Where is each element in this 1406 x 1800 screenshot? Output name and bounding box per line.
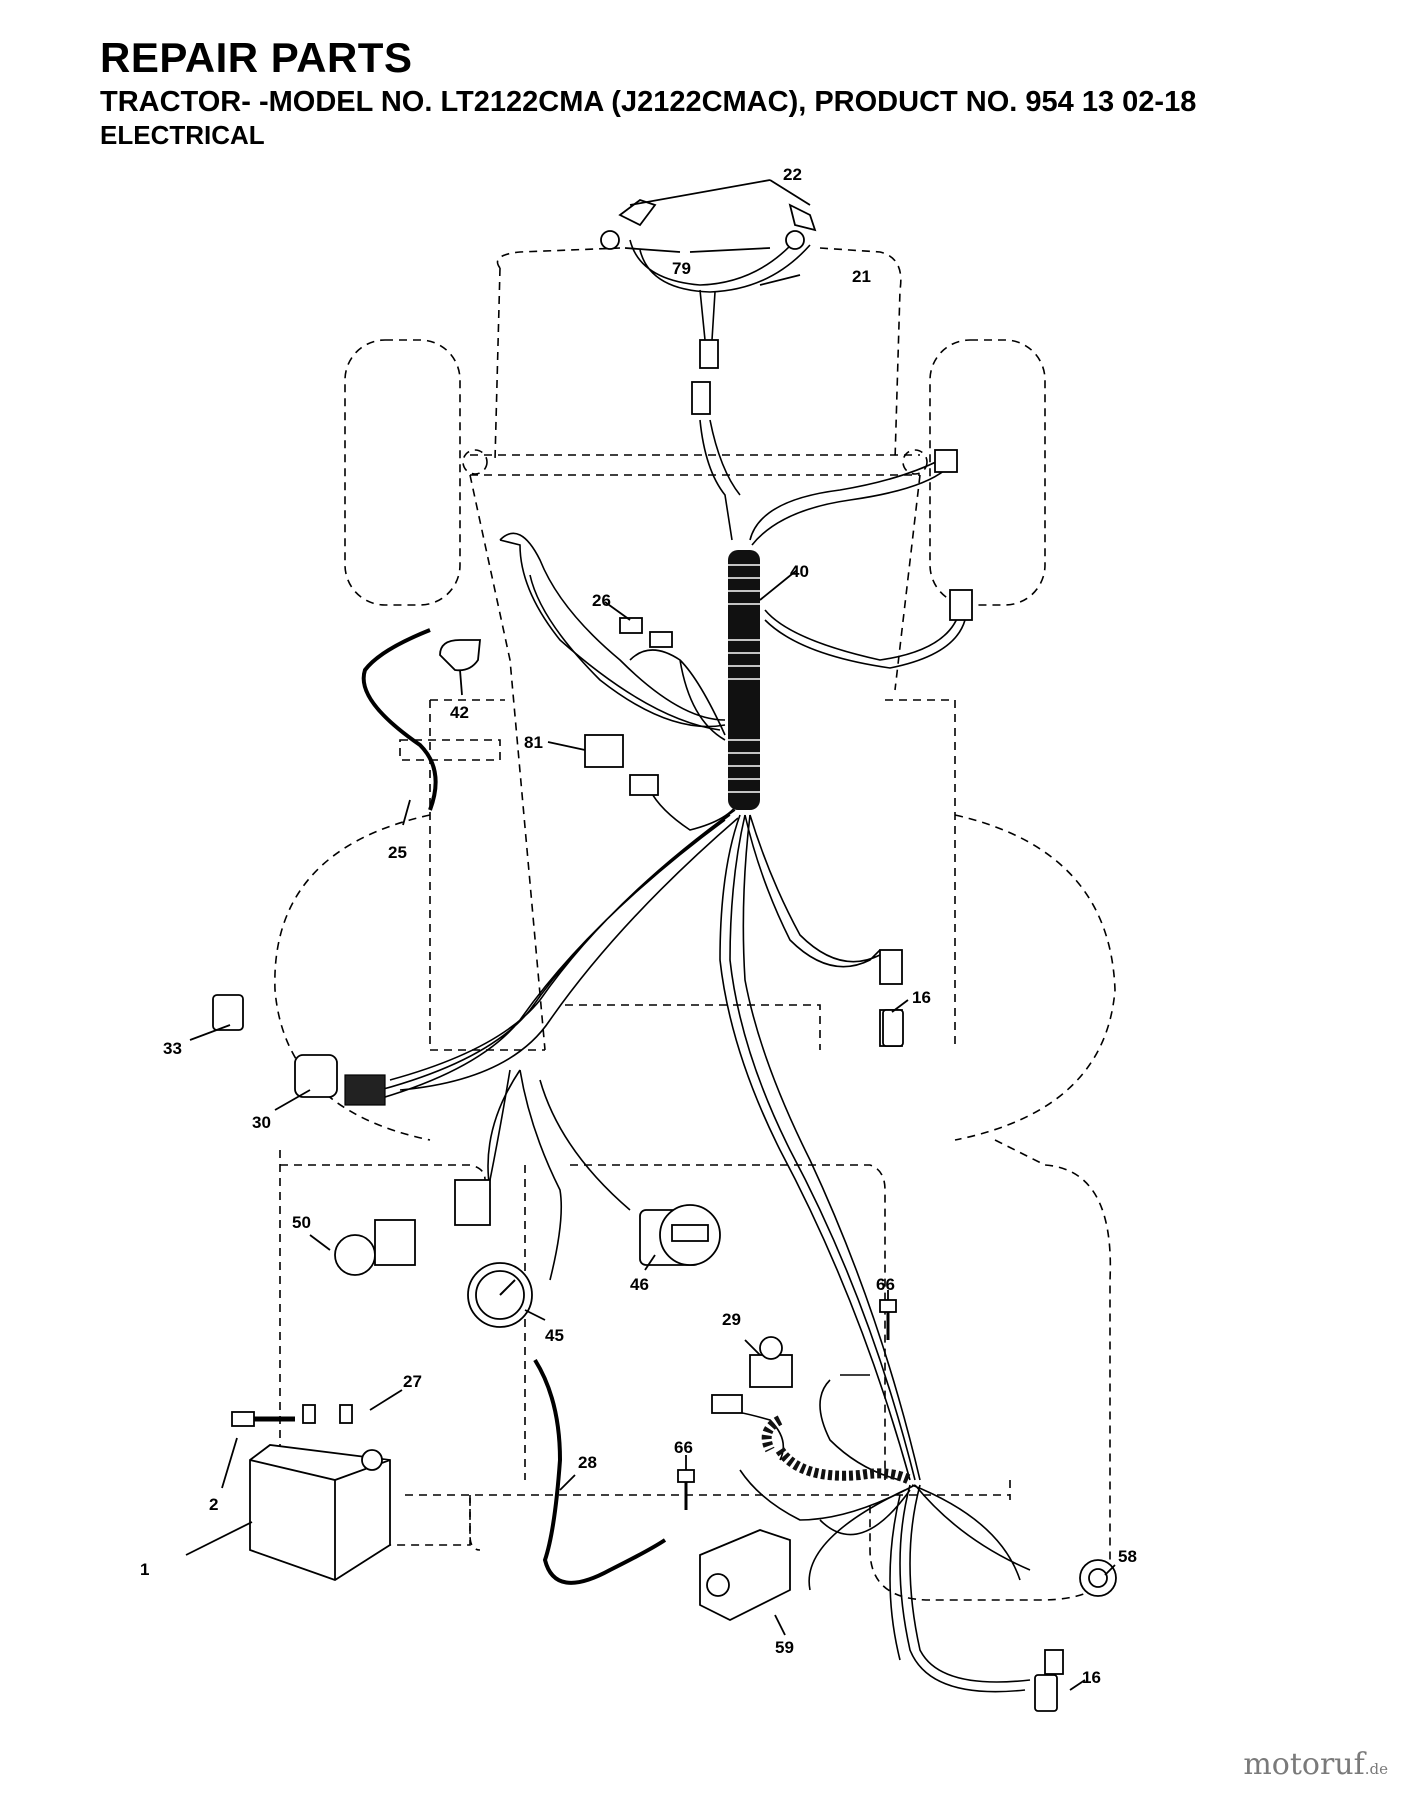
callout-numbers: 22 79 21 40 26 42 81 25 16 33 30 50 46 4… xyxy=(140,165,1137,1687)
part-30-ignition xyxy=(294,1054,386,1106)
part-42-boot xyxy=(439,639,481,672)
callout-66-center: 66 xyxy=(674,1438,693,1457)
callout-25: 25 xyxy=(388,843,407,862)
watermark-brand: motoruf xyxy=(1243,1747,1365,1782)
watermark-domain: .de xyxy=(1364,1760,1388,1778)
part-connectors-top xyxy=(691,339,973,621)
watermark-logo: motoruf.de xyxy=(1243,1747,1388,1782)
wiring-harness xyxy=(361,234,1031,1693)
part-66-bolt xyxy=(677,1299,897,1510)
part-29-solenoid xyxy=(711,1336,793,1414)
callout-50: 50 xyxy=(292,1213,311,1232)
callout-1: 1 xyxy=(140,1560,149,1579)
callout-79: 79 xyxy=(672,259,691,278)
callout-59: 59 xyxy=(775,1638,794,1657)
callout-29: 29 xyxy=(722,1310,741,1329)
callout-66-right: 66 xyxy=(876,1275,895,1294)
part-58-socket xyxy=(1079,1559,1117,1597)
callout-28: 28 xyxy=(578,1453,597,1472)
part-battery-hardware xyxy=(231,1404,353,1427)
part-26-connector xyxy=(619,617,673,648)
callout-21: 21 xyxy=(852,267,871,286)
callout-40: 40 xyxy=(790,562,809,581)
tractor-outline xyxy=(274,247,1116,1601)
harness-loom xyxy=(728,550,913,1485)
section-label: ELECTRICAL xyxy=(100,120,265,150)
part-45-gauge xyxy=(467,1262,533,1328)
callout-46: 46 xyxy=(630,1275,649,1294)
part-50-switch xyxy=(334,1219,416,1276)
callout-27: 27 xyxy=(403,1372,422,1391)
callout-2: 2 xyxy=(209,1495,218,1514)
callout-16-lower: 16 xyxy=(1082,1668,1101,1687)
part-connector-plug xyxy=(454,1179,491,1226)
callout-45: 45 xyxy=(545,1326,564,1345)
part-81-relay xyxy=(584,734,624,768)
callout-81: 81 xyxy=(524,733,543,752)
part-headlights xyxy=(600,198,817,250)
model-subtitle: TRACTOR- -MODEL NO. LT2122CMA (J2122CMAC… xyxy=(100,86,1197,118)
part-33-key xyxy=(212,994,244,1031)
callout-33: 33 xyxy=(163,1039,182,1058)
callout-42: 42 xyxy=(450,703,469,722)
callout-22: 22 xyxy=(783,165,802,184)
callout-26: 26 xyxy=(592,591,611,610)
part-1-battery xyxy=(249,1444,391,1581)
callout-58: 58 xyxy=(1118,1547,1137,1566)
part-59-module xyxy=(699,1529,791,1622)
callout-leaders xyxy=(185,179,1116,1691)
callout-16-upper: 16 xyxy=(912,988,931,1007)
part-46-hourmeter xyxy=(639,1204,721,1266)
part-16-switches xyxy=(882,1009,1064,1712)
callout-30: 30 xyxy=(252,1113,271,1132)
page-title: REPAIR PARTS xyxy=(100,34,413,81)
